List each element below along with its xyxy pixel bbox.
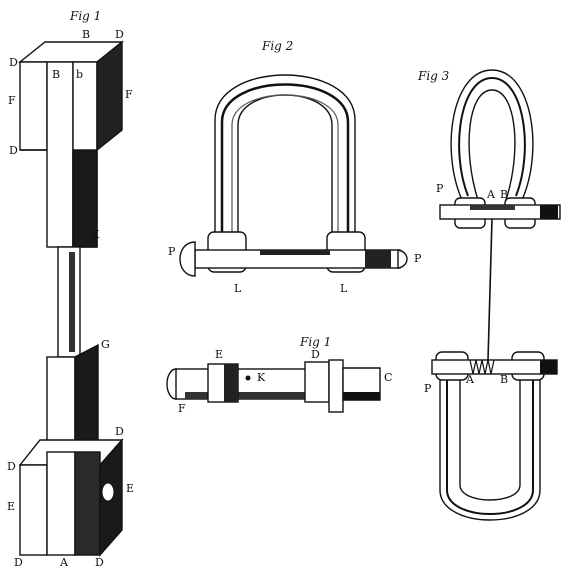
pin-collar-d [304, 361, 330, 403]
label-e-left: E [7, 500, 15, 513]
label-a-fig3-low: A [465, 373, 475, 386]
label-k: K [91, 228, 100, 241]
fig-pin-caption: Fig 1 [299, 335, 331, 349]
lower-shank-dark-side [74, 343, 99, 454]
fig-left-caption: Fig 1 [69, 9, 101, 23]
label-d-pin: D [311, 348, 320, 361]
bottom-clamp-hole [101, 482, 115, 502]
fig-mid-caption: Fig 2 [261, 39, 293, 53]
test-wire [487, 218, 493, 361]
label-f-left: F [8, 94, 16, 107]
label-p-fig3-top: P [436, 182, 444, 195]
top-shank-front [46, 61, 74, 248]
label-p-fig3-low: P [424, 382, 432, 395]
label-d-upper-left: D [9, 56, 18, 69]
label-l-fig2-right: L [340, 282, 348, 295]
fig-right-shackles: Fig 3 P A B P A B [417, 69, 561, 521]
label-d-bottom-right: D [95, 556, 104, 569]
label-g: G [101, 338, 110, 351]
label-b-face2: b [76, 68, 83, 81]
label-k-pin: K [257, 371, 266, 384]
label-p-fig2-right: P [414, 252, 422, 265]
fig-left-specimen-bar: Fig 1 B D D B b F F D K G D D E E [7, 9, 134, 569]
shackle-bow [214, 74, 356, 241]
label-d-bottom-left: D [14, 556, 23, 569]
pin-wedge [328, 359, 344, 413]
label-l-fig2-left: L [234, 282, 242, 295]
bottom-clamp-shadow [74, 451, 101, 556]
bottom-clamp-front [46, 451, 76, 556]
label-b-fig3-low: B [500, 373, 508, 386]
label-d-mid-left: D [9, 144, 18, 157]
specimen-shadow [69, 252, 75, 352]
label-b-fig3-top: B [500, 188, 508, 201]
label-a-fig3-top: A [486, 188, 496, 201]
label-p-fig2-left: P [168, 245, 176, 258]
bottom-clamp-left-face [19, 464, 48, 556]
top-shank-shadow [72, 149, 98, 248]
label-b-top: B [82, 28, 90, 41]
fig-right-caption: Fig 3 [417, 69, 450, 83]
label-f-right: F [125, 88, 133, 101]
label-d-low-left: D [7, 460, 16, 473]
shackle-pin-head [179, 241, 196, 277]
lower-shackle-bow [439, 369, 541, 521]
fig-mid-shackle: Fig 2 P P L L [168, 39, 422, 295]
label-d-top-right: D [115, 28, 124, 41]
label-e-right: E [126, 482, 134, 495]
label-e-pin: E [215, 348, 223, 361]
top-clamp-right-dark-face [96, 40, 123, 152]
fig-mid-pin: Fig 1 E D C K F [166, 335, 392, 415]
top-clamp-left-flange [19, 61, 48, 151]
lower-shackle-pin [431, 359, 558, 375]
label-f-pin: F [178, 402, 186, 415]
label-c-pin: C [384, 371, 392, 384]
label-a-bottom: A [59, 556, 69, 569]
label-b-face: B [52, 68, 60, 81]
label-d-low-right: D [115, 425, 124, 438]
lower-shank-front [46, 356, 76, 453]
